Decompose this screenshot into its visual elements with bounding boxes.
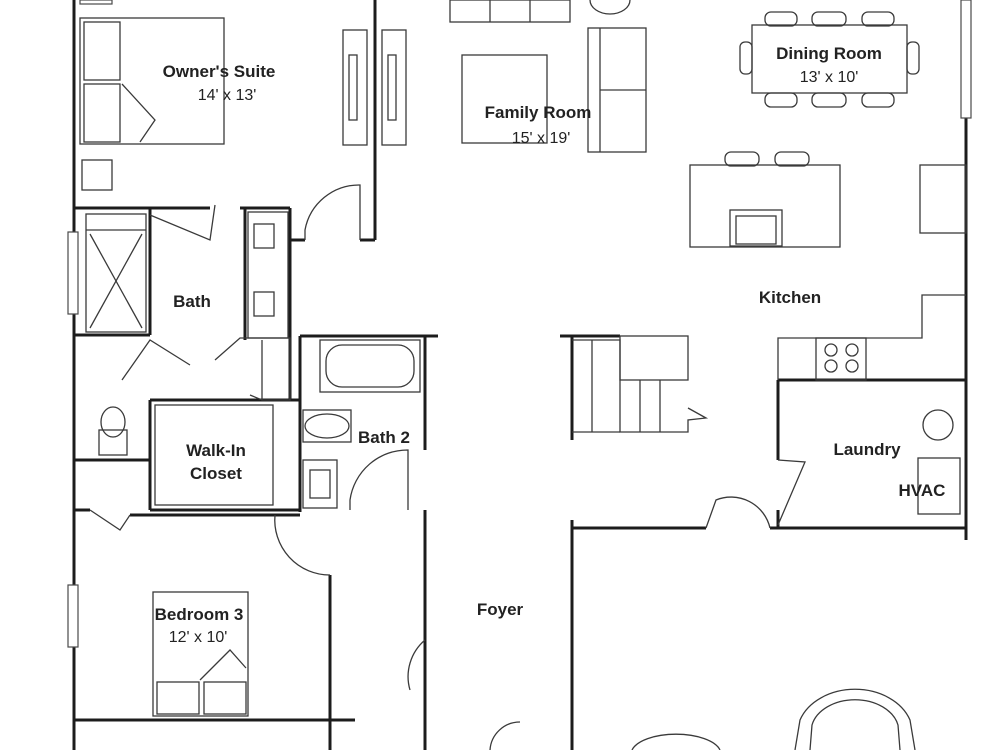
laundry-fixtures	[705, 409, 961, 529]
windows	[67, 0, 972, 648]
owners-suite-label: Owner's Suite	[163, 62, 276, 81]
bath2-fixtures	[302, 339, 421, 510]
walls	[72, 0, 968, 750]
dining-room-size: 13' x 10'	[800, 69, 859, 86]
bath2-label: Bath 2	[358, 428, 410, 447]
laundry-label: Laundry	[833, 440, 901, 459]
bedroom3-furniture	[152, 514, 331, 717]
room-labels: Owner's Suite 14' x 13' Family Room 15' …	[155, 44, 946, 646]
hvac-label: HVAC	[899, 481, 946, 500]
kitchen-fixtures	[689, 151, 967, 381]
family-room-size: 15' x 19'	[512, 130, 571, 147]
foyer-label: Foyer	[477, 600, 524, 619]
family-room-furniture	[449, 0, 647, 153]
bath-label: Bath	[173, 292, 211, 311]
closet-shelves	[89, 404, 274, 531]
bath-fixtures	[85, 204, 291, 456]
owners-suite-size: 14' x 13'	[198, 87, 257, 104]
dining-furniture	[739, 11, 920, 108]
walk-in-closet-label-line2: Closet	[190, 464, 242, 483]
bedroom3-label: Bedroom 3	[155, 605, 244, 624]
bedroom3-size: 12' x 10'	[169, 629, 228, 646]
family-room-label: Family Room	[485, 103, 592, 122]
kitchen-label: Kitchen	[759, 288, 821, 307]
owners-suite-furniture	[79, 17, 407, 240]
dining-room-label: Dining Room	[776, 44, 882, 63]
foyer-garage	[407, 639, 916, 750]
walk-in-closet-label-line1: Walk-In	[186, 441, 246, 460]
stair-block	[572, 335, 709, 433]
